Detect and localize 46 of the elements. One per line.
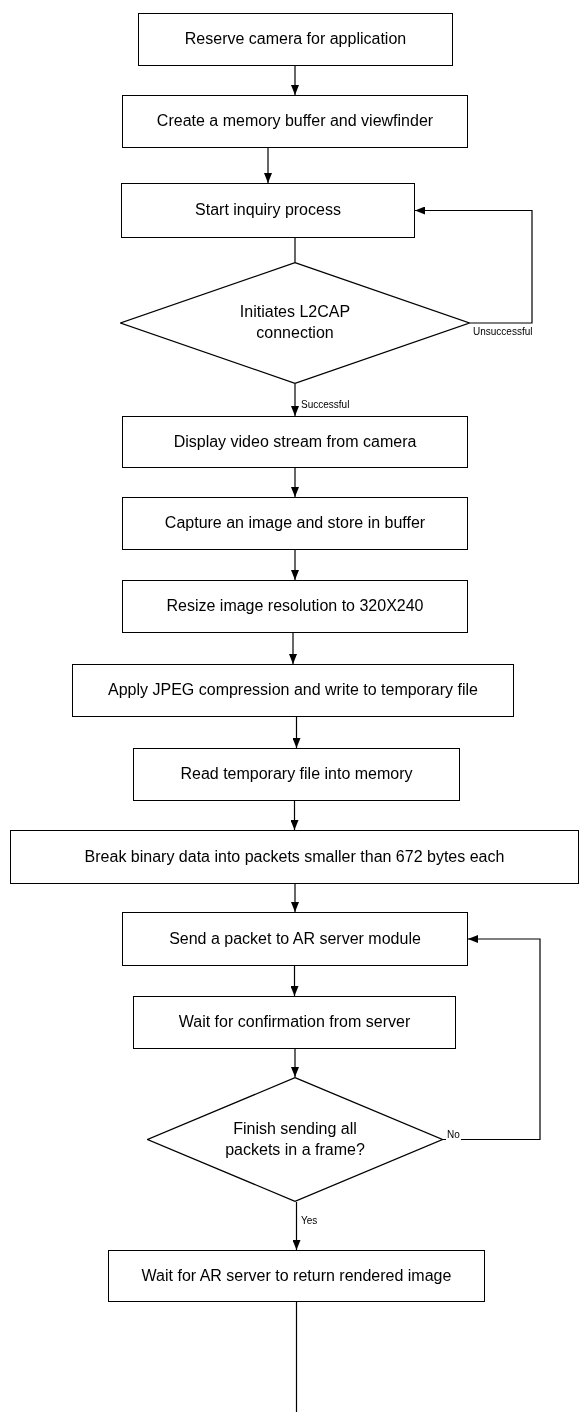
- arrow: [264, 147, 272, 184]
- step-text: Reserve camera for application: [183, 29, 408, 50]
- arrow: [291, 1048, 299, 1078]
- step-text: Wait for confirmation from server: [177, 1012, 412, 1033]
- step-text: Apply JPEG compression and write to temporary file: [107, 680, 479, 701]
- step-text: Read temporary file into memory: [179, 764, 414, 785]
- step-text: Wait for AR server to return rendered image: [140, 1265, 453, 1286]
- process-box: [72, 664, 514, 717]
- step-text: Send a packet to AR server module: [168, 928, 422, 949]
- decision-diamond: [147, 1077, 443, 1202]
- edge-label: No: [446, 1130, 461, 1140]
- arrow: [291, 383, 299, 417]
- step-text: Create a memory buffer and viewfinder: [155, 111, 435, 132]
- arrow: [291, 883, 299, 913]
- edge-label: Successful: [300, 400, 351, 410]
- process-box: [122, 95, 468, 148]
- process-box: [10, 830, 579, 884]
- step-text: Capture an image and store in buffer: [163, 513, 427, 534]
- process-box: [122, 497, 468, 550]
- process-box: [122, 580, 468, 633]
- arrow: [292, 716, 301, 749]
- process-box: [138, 13, 453, 66]
- decision-text: Finish sending all packets in a frame?: [224, 1118, 366, 1160]
- step-text: Display video stream from camera: [172, 431, 418, 452]
- arrow: [290, 800, 299, 831]
- decision-diamond: [120, 262, 470, 384]
- step-text: Start inquiry process: [194, 200, 342, 221]
- decision-text: Initiates L2CAP connection: [238, 302, 352, 343]
- step-text: Resize image resolution to 320X240: [165, 596, 425, 617]
- arrow: [292, 1201, 301, 1251]
- arrow: [442, 935, 541, 1141]
- arrow: [291, 549, 299, 581]
- step-text: Break binary data into packets smaller than 672 bytes each: [83, 846, 506, 867]
- arrow: [291, 65, 299, 96]
- arrow: [290, 965, 299, 997]
- arrow: [291, 467, 299, 498]
- process-box: [122, 416, 468, 468]
- process-box: [133, 748, 460, 801]
- process-box: [121, 183, 415, 238]
- arrow: [414, 206, 533, 324]
- edge-label: Unsuccessful: [472, 327, 534, 337]
- arrow: [289, 632, 297, 665]
- process-box: [133, 996, 456, 1049]
- process-box: [108, 1250, 485, 1302]
- edge-label: Yes: [300, 1216, 319, 1226]
- process-box: [122, 912, 468, 966]
